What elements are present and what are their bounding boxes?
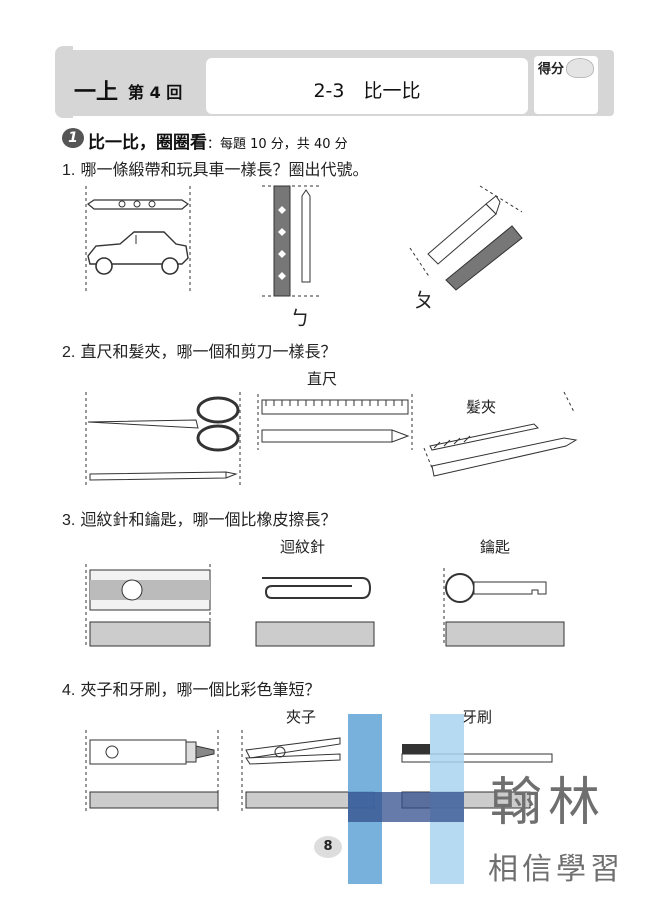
page-number: 8 [314,836,342,858]
q3-figure-eraser [85,564,211,648]
section-number-badge: 1 [62,128,84,148]
q2-figure-hairpin [423,391,578,477]
q3-figure-key [443,568,565,647]
grade-label: 一上 [74,80,119,105]
q2-figure-scissors [85,392,241,488]
title-box [206,58,528,114]
round-label: 第 4 回 [128,83,183,102]
question-2: 2. 直尺和髮夾，哪一個和剪刀一樣長？ [62,342,337,361]
watermark-slogan: 相信學習 [488,852,624,887]
q2-figure-ruler [257,394,413,450]
score-label: 得分 [538,62,565,77]
q3-label-paperclip: 迴紋針 [280,538,326,556]
section-title: 比一比，圈圈看：每題 10 分，共 40 分 [88,133,348,153]
q4-label-toothbrush: 牙刷 [462,708,493,726]
q1-figure-option-p [409,185,523,291]
watermark-logo-crossbar [348,792,464,822]
question-3: 3. 迴紋針和鑰匙，哪一個比橡皮擦長？ [62,510,337,529]
q4-figure-clothespin [241,730,375,814]
question-1: 1. 哪一條緞帶和玩具車一樣長？圈出代號。 [62,160,369,179]
q4-label-clip: 夾子 [286,708,317,726]
q1-option-b-label[interactable]: ㄅ [290,306,310,330]
watermark-brand: 翰林 [490,773,607,833]
question-4: 4. 夾子和牙刷，哪一個比彩色筆短？ [62,680,321,699]
q4-figure-marker [85,730,219,814]
q2-label-ruler: 直尺 [307,370,338,388]
q3-label-key: 鑰匙 [480,538,511,556]
unit-title: 2-3 比一比 [313,80,421,102]
q1-figure-option-b [262,185,322,297]
q1-figure-car [85,186,191,291]
header-band-left-edge [55,46,73,118]
q3-figure-paperclip [255,577,375,647]
q1-option-p-label[interactable]: ㄆ [414,288,434,312]
q2-label-hairpin: 髮夾 [466,398,497,416]
mascot-icon [566,58,594,78]
